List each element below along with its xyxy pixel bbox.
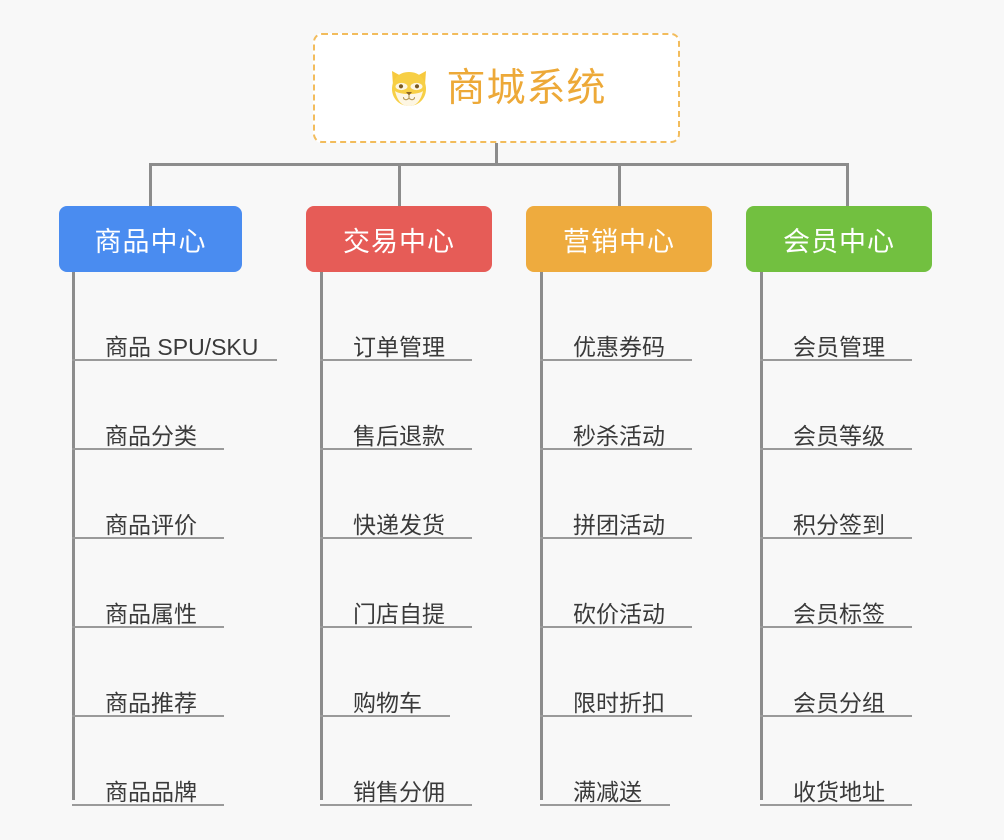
- root-node-label: 商城系统: [446, 66, 607, 110]
- item-underline: [760, 537, 912, 539]
- item-underline: [320, 804, 472, 806]
- item-underline: [320, 448, 472, 450]
- category-items-2: 优惠券码 秒杀活动 拼团活动 砍价活动 限时折扣 满减送: [540, 272, 692, 806]
- item-underline: [540, 626, 692, 628]
- item-label: 会员分组: [793, 689, 885, 716]
- category-label-1: 交易中心: [343, 226, 455, 257]
- item-underline: [72, 537, 224, 539]
- connector-drop-1: [149, 163, 152, 208]
- category-box-0[interactable]: 商品中心: [59, 206, 242, 272]
- list-item[interactable]: 快递发货: [320, 450, 472, 539]
- category-items-3: 会员管理 会员等级 积分签到 会员标签 会员分组 收货地址: [760, 272, 912, 806]
- connector-horizontal-bus: [149, 163, 849, 166]
- category-items-0: 商品 SPU/SKU 商品分类 商品评价 商品属性 商品推荐 商品品牌: [72, 272, 277, 806]
- list-item[interactable]: 拼团活动: [540, 450, 692, 539]
- category-box-1[interactable]: 交易中心: [306, 206, 492, 272]
- item-label: 商品 SPU/SKU: [105, 333, 259, 360]
- item-underline: [72, 359, 277, 361]
- item-label: 售后退款: [353, 422, 445, 449]
- item-underline: [320, 626, 472, 628]
- item-underline: [320, 715, 450, 717]
- item-label: 限时折扣: [573, 689, 665, 716]
- item-label: 商品分类: [105, 422, 197, 449]
- item-underline: [540, 537, 692, 539]
- list-item[interactable]: 秒杀活动: [540, 361, 692, 450]
- item-underline: [72, 715, 224, 717]
- list-item[interactable]: 售后退款: [320, 361, 472, 450]
- connector-drop-4: [846, 163, 849, 208]
- item-label: 优惠券码: [573, 333, 665, 360]
- list-item[interactable]: 商品分类: [72, 361, 258, 450]
- item-label: 门店自提: [353, 600, 445, 627]
- list-item[interactable]: 销售分佣: [320, 717, 472, 806]
- column-spine-1: [320, 272, 323, 800]
- list-item[interactable]: 满减送: [540, 717, 670, 806]
- list-item[interactable]: 会员管理: [760, 272, 912, 361]
- item-underline: [760, 715, 912, 717]
- item-label: 商品推荐: [105, 689, 197, 716]
- category-box-3[interactable]: 会员中心: [746, 206, 932, 272]
- category-box-2[interactable]: 营销中心: [526, 206, 712, 272]
- item-underline: [72, 804, 224, 806]
- list-item[interactable]: 商品评价: [72, 450, 258, 539]
- item-underline: [760, 626, 912, 628]
- shiba-dog-face-icon: [386, 65, 432, 111]
- item-underline: [760, 359, 912, 361]
- category-label-3: 会员中心: [783, 226, 895, 257]
- item-label: 秒杀活动: [573, 422, 665, 449]
- item-label: 订单管理: [353, 333, 445, 360]
- list-item[interactable]: 商品推荐: [72, 628, 258, 717]
- list-item[interactable]: 购物车: [320, 628, 450, 717]
- item-underline: [72, 626, 224, 628]
- item-underline: [320, 537, 472, 539]
- item-underline: [540, 804, 670, 806]
- item-label: 购物车: [353, 689, 422, 716]
- item-label: 积分签到: [793, 511, 885, 538]
- item-label: 会员管理: [793, 333, 885, 360]
- category-label-0: 商品中心: [94, 226, 207, 257]
- item-label: 销售分佣: [353, 778, 445, 805]
- list-item[interactable]: 限时折扣: [540, 628, 692, 717]
- item-label: 快递发货: [353, 511, 445, 538]
- list-item[interactable]: 砍价活动: [540, 539, 692, 628]
- list-item[interactable]: 积分签到: [760, 450, 912, 539]
- root-node-mall-system[interactable]: 商城系统: [313, 33, 680, 143]
- item-underline: [72, 448, 224, 450]
- connector-root-stem: [495, 143, 498, 165]
- item-label: 商品品牌: [105, 778, 197, 805]
- category-label-2: 营销中心: [563, 226, 675, 257]
- item-label: 会员标签: [793, 600, 885, 627]
- item-label: 会员等级: [793, 422, 885, 449]
- item-label: 砍价活动: [573, 600, 665, 627]
- list-item[interactable]: 商品 SPU/SKU: [72, 272, 277, 361]
- list-item[interactable]: 商品属性: [72, 539, 258, 628]
- list-item[interactable]: 收货地址: [760, 717, 912, 806]
- item-underline: [540, 715, 692, 717]
- list-item[interactable]: 会员分组: [760, 628, 912, 717]
- item-underline: [760, 448, 912, 450]
- list-item[interactable]: 优惠券码: [540, 272, 692, 361]
- item-label: 收货地址: [793, 778, 885, 805]
- connector-drop-2: [398, 163, 401, 208]
- item-underline: [540, 359, 692, 361]
- item-underline: [320, 359, 472, 361]
- category-items-1: 订单管理 售后退款 快递发货 门店自提 购物车 销售分佣: [320, 272, 472, 806]
- item-label: 商品属性: [105, 600, 197, 627]
- list-item[interactable]: 会员标签: [760, 539, 912, 628]
- column-spine-3: [760, 272, 763, 800]
- list-item[interactable]: 会员等级: [760, 361, 912, 450]
- item-label: 拼团活动: [573, 511, 665, 538]
- column-spine-0: [72, 272, 75, 800]
- connector-drop-3: [618, 163, 621, 208]
- list-item[interactable]: 商品品牌: [72, 717, 258, 806]
- item-label: 满减送: [573, 778, 642, 805]
- list-item[interactable]: 订单管理: [320, 272, 472, 361]
- item-label: 商品评价: [105, 511, 197, 538]
- item-underline: [540, 448, 692, 450]
- column-spine-2: [540, 272, 543, 800]
- list-item[interactable]: 门店自提: [320, 539, 472, 628]
- item-underline: [760, 804, 912, 806]
